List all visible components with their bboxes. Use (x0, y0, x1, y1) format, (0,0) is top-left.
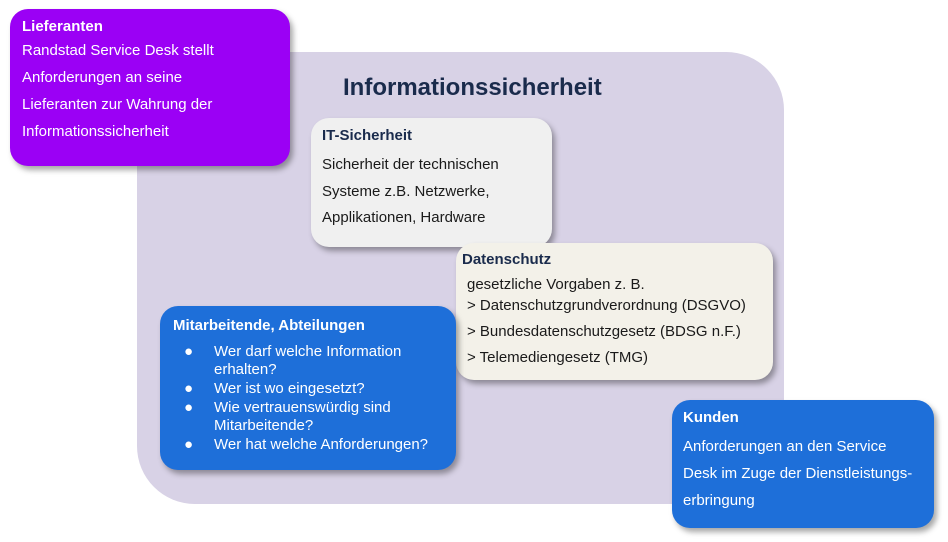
datenschutz-title: Datenschutz (462, 251, 552, 268)
datenschutz-box: Datenschutz gesetzliche Vorgaben z. B. >… (456, 243, 773, 380)
datenschutz-line: gesetzliche Vorgaben z. B. (467, 276, 645, 293)
list-item: ● Wer ist wo eingesetzt? (173, 380, 443, 398)
bullet-icon: ● (184, 399, 194, 416)
mitarbeitende-box: Mitarbeitende, Abteilungen ● Wer darf wel… (160, 306, 456, 470)
list-item-text: Wer ist wo eingesetzt? (214, 380, 365, 397)
bullet-icon: ● (184, 343, 194, 360)
kunden-line: Anforderungen an den Service (683, 438, 887, 455)
kunden-line: erbringung (683, 492, 755, 509)
lieferanten-line: Lieferanten zur Wahrung der (22, 96, 213, 113)
mitarbeitende-title: Mitarbeitende, Abteilungen (173, 317, 365, 334)
lieferanten-line: Informationssicherheit (22, 123, 169, 140)
main-title: Informationssicherheit (343, 74, 602, 101)
mitarbeitende-list: ● Wer darf welche Information erhalten? ●… (173, 343, 443, 454)
datenschutz-line: > Bundesdatenschutzgesetz (BDSG n.F.) (467, 323, 741, 340)
lieferanten-box: Lieferanten Randstad Service Desk stellt… (10, 9, 290, 166)
kunden-line: Desk im Zuge der Dienstleistungs- (683, 465, 913, 482)
lieferanten-line: Randstad Service Desk stellt (22, 42, 214, 59)
lieferanten-line: Anforderungen an seine (22, 69, 183, 86)
it-sicherheit-line: Sicherheit der technischen (322, 156, 499, 173)
it-sicherheit-box: IT-Sicherheit Sicherheit der technischen… (311, 118, 552, 247)
list-item-text: Wer hat welche Anforderungen? (214, 436, 429, 453)
datenschutz-line: > Datenschutzgrundverordnung (DSGVO) (467, 297, 746, 314)
it-sicherheit-line: Systeme z.B. Netzwerke, (322, 182, 490, 200)
list-item: ● Wer darf welche Information erhalten? (173, 343, 443, 379)
list-item: ● Wer hat welche Anforderungen? (173, 436, 443, 454)
list-item: ● Wie vertrauenswürdig sind Mitarbeitende… (173, 399, 443, 435)
bullet-icon: ● (184, 380, 194, 397)
it-sicherheit-title: IT-Sicherheit (322, 127, 413, 144)
lieferanten-title: Lieferanten (22, 18, 103, 35)
list-item-text: Wie vertrauenswürdig sind Mitarbeitende? (214, 399, 391, 434)
bullet-icon: ● (184, 436, 194, 453)
list-item-text: Wer darf welche Information erhalten? (214, 343, 402, 378)
it-sicherheit-line: Applikationen, Hardware (322, 209, 486, 226)
datenschutz-line: > Telemediengesetz (TMG) (467, 349, 649, 366)
kunden-box: Kunden Anforderungen an den Service Desk… (672, 400, 934, 528)
kunden-title: Kunden (683, 409, 739, 426)
